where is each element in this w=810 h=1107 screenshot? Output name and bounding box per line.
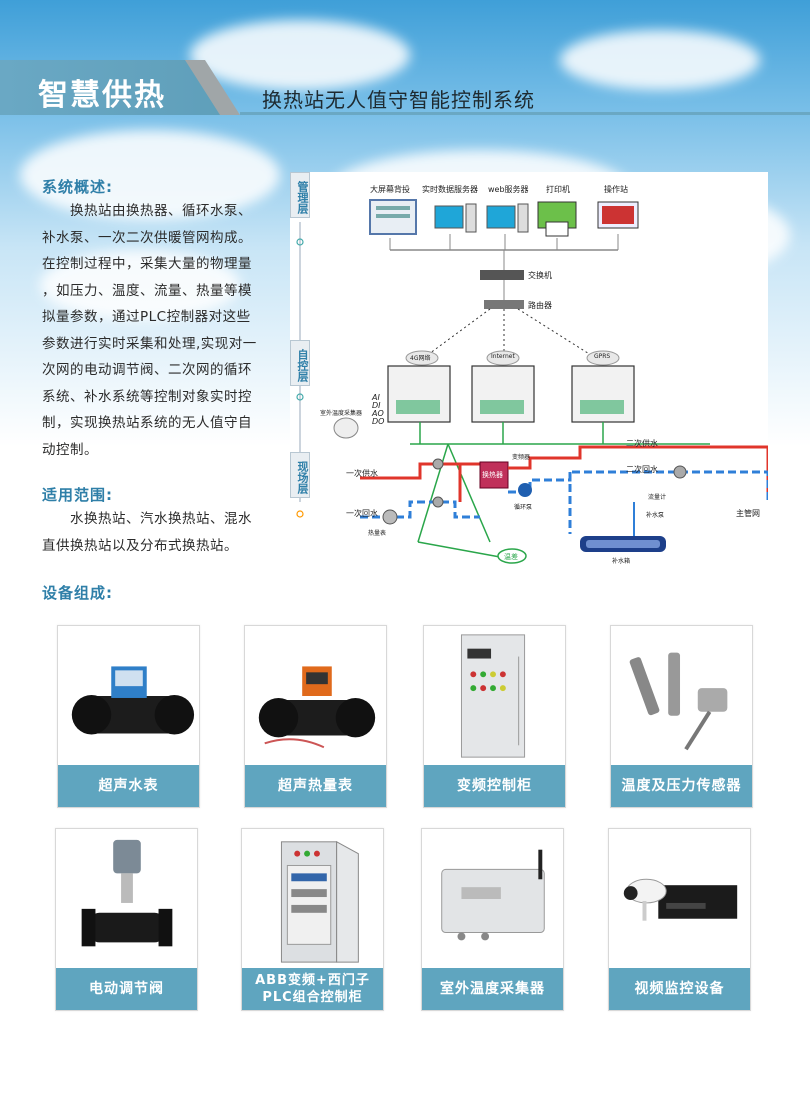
label-switch: 交换机 xyxy=(528,271,552,280)
equipment-title: 设备组成: xyxy=(42,584,113,602)
card-label: 电动调节阀 xyxy=(56,968,197,1010)
card-ultrasonic-heat-meter: 超声热量表 xyxy=(244,625,387,808)
temp-collector-image xyxy=(441,849,545,941)
layer-management: 管理层 xyxy=(290,172,310,218)
card-label: 室外温度采集器 xyxy=(422,968,563,1010)
label-makeup-tank: 补水箱 xyxy=(612,558,631,565)
label-primary-return: 一次回水 xyxy=(346,509,378,518)
overview-text: 换热站由换热器、循环水泵、 补水泵、一次二次供暖管网构成。 在控制过程中，采集大… xyxy=(42,203,257,458)
label-web-server: web服务器 xyxy=(488,185,529,194)
ultrasonic-water-meter-image xyxy=(71,666,195,735)
card-label: 温度及压力传感器 xyxy=(611,765,752,807)
label-inverter: 变频器 xyxy=(512,454,531,461)
card-label: 超声热量表 xyxy=(245,765,386,807)
label-temp-diff: 温差 xyxy=(504,553,518,561)
circ-pump-icon xyxy=(518,483,532,497)
label-main-network: 主管网 xyxy=(736,509,760,518)
diagram-svg xyxy=(296,199,770,564)
label-router: 路由器 xyxy=(528,301,552,310)
layer-control: 自控层 xyxy=(290,340,310,386)
card-temp-pressure-sensors: 温度及压力传感器 xyxy=(610,625,753,808)
sensors-image xyxy=(629,652,728,751)
page-subtitle: 换热站无人值守智能控制系统 xyxy=(262,88,535,112)
video-equipment-image xyxy=(623,878,738,921)
card-label: ABB变频+西门子 PLC组合控制柜 xyxy=(242,968,383,1010)
label-gprs: GPRS xyxy=(594,353,611,360)
vfd-cabinet-image xyxy=(460,634,526,758)
ultrasonic-heat-meter-image xyxy=(258,666,376,749)
label-big-screen: 大屏幕背投 xyxy=(370,185,410,194)
card-ultrasonic-water-meter: 超声水表 xyxy=(57,625,200,808)
label-internet: Internet xyxy=(491,353,515,360)
card-label: 超声水表 xyxy=(58,765,199,807)
outdoor-sensor-icon xyxy=(333,417,359,439)
card-outdoor-temp-collector: 室外温度采集器 xyxy=(421,828,564,1011)
overview-title: 系统概述: xyxy=(42,178,113,196)
scope-title: 适用范围: xyxy=(42,486,113,504)
label-data-server: 实时数据服务器 xyxy=(422,185,478,194)
label-circ-pump: 循环泵 xyxy=(514,504,533,511)
layer-field: 现场层 xyxy=(290,452,310,498)
label-printer: 打印机 xyxy=(546,185,570,194)
scope-text: 水换热站、汽水换热站、混水 直供换热站以及分布式换热站。 xyxy=(42,511,252,554)
label-workstation: 操作站 xyxy=(604,185,628,194)
card-video-monitoring: 视频监控设备 xyxy=(608,828,751,1011)
system-diagram: 管理层 自控层 现场层 大屏幕背投 实时数据服务器 web服务器 打印机 操作站… xyxy=(290,172,770,572)
card-vfd-cabinet: 变频控制柜 xyxy=(423,625,566,808)
label-makeup-pump: 补水泵 xyxy=(646,512,665,519)
label-heat-meter: 热量表 xyxy=(368,530,387,537)
card-label: 视频监控设备 xyxy=(609,968,750,1010)
server-monitor-icon xyxy=(434,205,464,229)
heat-exchanger-icon xyxy=(479,461,509,489)
card-electric-valve: 电动调节阀 xyxy=(55,828,198,1011)
label-flow-meter: 流量计 xyxy=(648,494,667,501)
switch-icon xyxy=(480,270,524,280)
label-4g: 4G网络 xyxy=(410,355,431,362)
card-abb-siemens-cabinet: ABB变频+西门子 PLC组合控制柜 xyxy=(241,828,384,1011)
router-icon xyxy=(484,300,524,309)
card-label: 变频控制柜 xyxy=(424,765,565,807)
label-heat-exchanger: 换热器 xyxy=(482,471,503,479)
electric-valve-image xyxy=(81,839,173,947)
label-primary-supply: 一次供水 xyxy=(346,469,378,478)
header-band xyxy=(0,60,225,115)
label-io: AI DI AO DO xyxy=(372,393,385,426)
header-line xyxy=(240,112,810,115)
label-secondary-supply: 二次供水 xyxy=(626,439,658,448)
plc-cabinet-image xyxy=(280,840,359,963)
web-server-icon xyxy=(486,205,516,229)
label-outdoor-sensor: 室外温度采集器 xyxy=(320,410,363,417)
label-secondary-return: 二次回水 xyxy=(626,465,658,474)
brand-title: 智慧供热 xyxy=(38,78,166,113)
